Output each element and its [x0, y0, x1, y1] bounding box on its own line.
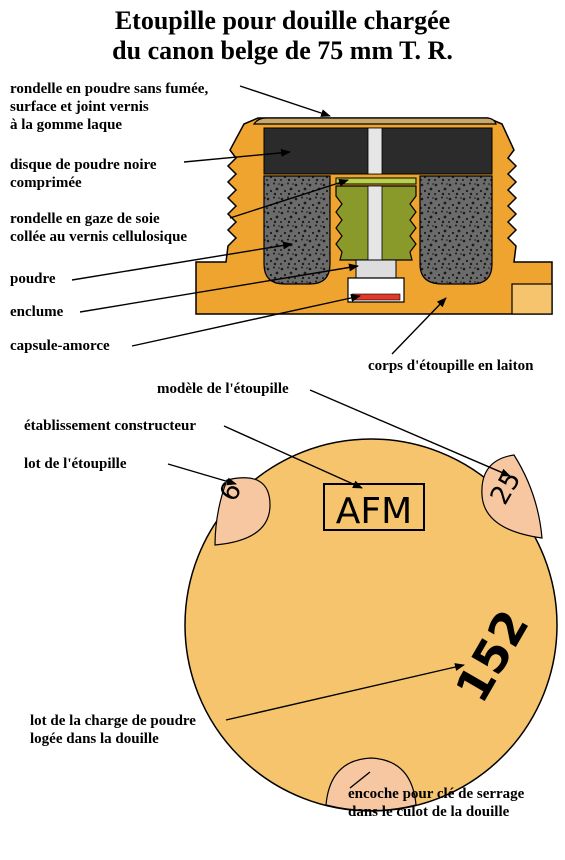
- label-line: rondelle en gaze de soie: [10, 211, 160, 227]
- label-notch: encoche pour clé de serrage dans le culo…: [348, 785, 524, 821]
- title-line-1: Etoupille pour douille chargée: [114, 6, 451, 35]
- maker-stamp: AFM: [336, 491, 412, 532]
- leader-primer-cap: [131, 294, 361, 347]
- label-lot: lot de l'étoupille: [24, 456, 127, 472]
- leader-body: [391, 297, 447, 355]
- leader-notch: [349, 771, 371, 789]
- label-primer-cap: capsule-amorce: [10, 338, 110, 354]
- maker-stamp-box: [323, 483, 425, 531]
- label-line: à la gomme laque: [10, 117, 123, 133]
- label-line: comprimée: [10, 175, 82, 191]
- notch-left: [214, 477, 271, 546]
- label-powder: poudre: [10, 271, 56, 287]
- title-line-2: du canon belge de 75 mm T. R.: [112, 36, 453, 65]
- smokeless-washer: [252, 117, 497, 125]
- label-silk-washer: rondelle en gaze de soie collée au verni…: [10, 210, 187, 246]
- label-charge-lot: lot de la charge de poudre logée dans la…: [30, 712, 196, 748]
- label-line: disque de poudre noire: [10, 157, 157, 173]
- powder-cavity-left: [263, 175, 331, 285]
- label-black-powder-disc: disque de poudre noire comprimée: [10, 156, 157, 192]
- leader-lot: [167, 463, 237, 486]
- leader-silk-washer: [229, 178, 349, 219]
- label-anvil: enclume: [10, 304, 64, 320]
- leader-powder: [71, 241, 293, 281]
- label-line: logée dans la douille: [30, 731, 159, 747]
- base-view: AFM 6 25 152: [184, 438, 558, 812]
- body-foot: [511, 283, 553, 315]
- label-line: collée au vernis cellulosique: [10, 229, 188, 245]
- leader-charge-lot: [225, 663, 465, 721]
- label-line: rondelle en poudre sans fumée,: [10, 81, 209, 97]
- label-line: dans le culot de la douille: [348, 804, 510, 820]
- leader-model: [309, 389, 511, 477]
- notch-right: [481, 454, 543, 539]
- label-smokeless-washer: rondelle en poudre sans fumée, surface e…: [10, 80, 208, 134]
- label-maker: établissement constructeur: [24, 418, 197, 434]
- powder-cavity-right: [419, 175, 493, 285]
- silk-gauze-washer: [335, 177, 417, 185]
- leader-maker: [223, 425, 363, 489]
- leader-anvil: [79, 263, 359, 313]
- notch-bottom: [325, 757, 417, 812]
- anvil-tip: [355, 259, 397, 279]
- leader-black-powder: [183, 148, 291, 163]
- label-line: surface et joint vernis: [10, 99, 149, 115]
- label-primer-body: corps d'étoupille en laiton: [368, 358, 534, 374]
- label-line: encoche pour clé de serrage: [348, 786, 525, 802]
- flash-channel: [367, 127, 383, 175]
- cross-section: [195, 117, 553, 315]
- primer-charge: [351, 293, 401, 301]
- leader-smokeless-washer: [239, 85, 331, 117]
- leader-lines: [71, 85, 511, 789]
- label-model: modèle de l'étoupille: [157, 381, 289, 397]
- label-line: lot de la charge de poudre: [30, 713, 196, 729]
